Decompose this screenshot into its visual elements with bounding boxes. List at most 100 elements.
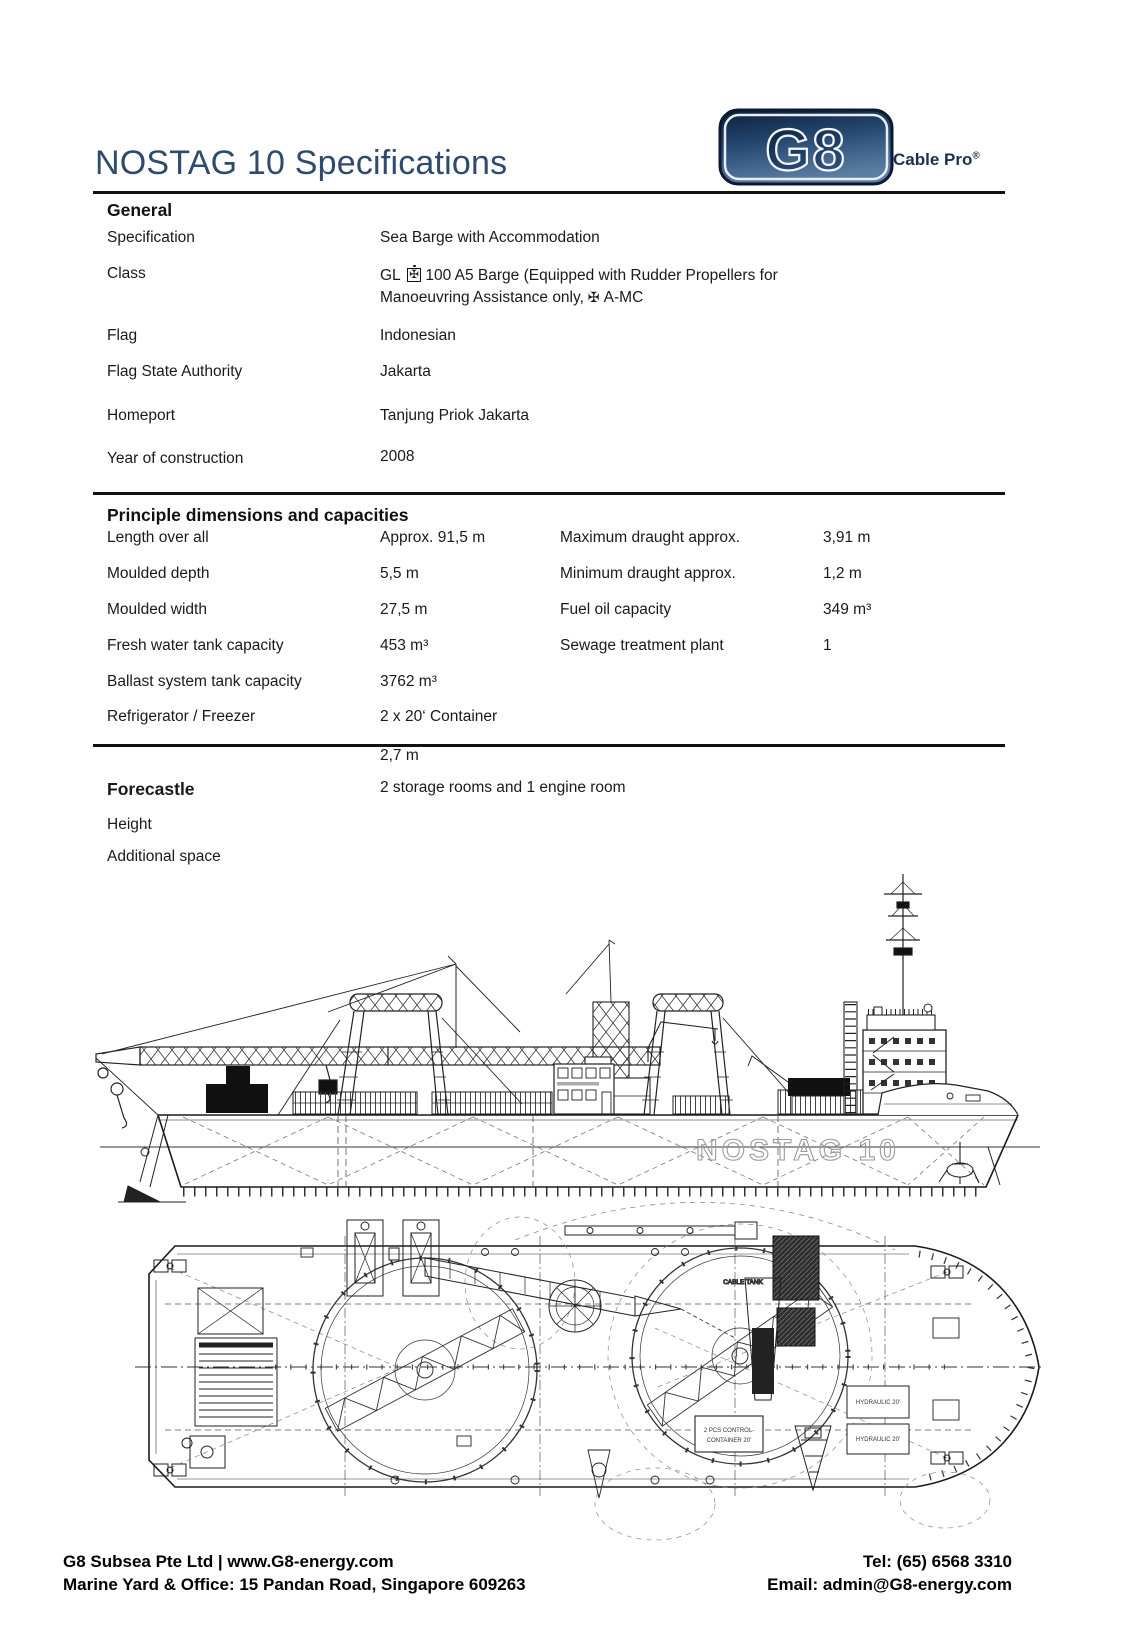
dim-value: 1,2 m [823, 565, 862, 582]
cable-arch-fore [277, 993, 523, 1116]
spec-label: Flag State Authority [107, 363, 243, 380]
jib-crane [647, 1021, 719, 1062]
ladder-tower [843, 1001, 858, 1115]
spec-row-class: Class GL✠100 A5 Barge (Equipped with Rud… [0, 264, 1125, 313]
orphan-value-row: 2,7 m [0, 747, 1125, 771]
spec-row: Homeport Tanjung Priok Jakarta [0, 407, 1125, 431]
section-heading-forecastle: Forecastle [107, 779, 195, 799]
spec-label: Flag [107, 327, 138, 344]
dimension-row: Refrigerator / Freezer 2 x 20‘ Container [0, 708, 1125, 732]
stern-deck-structures [181, 1287, 278, 1469]
spec-row: Specification Sea Barge with Accommodati… [0, 229, 1125, 253]
plan-gantry-tower [744, 1277, 782, 1401]
logo-tagline-text: Cable Pro [893, 150, 973, 169]
machinery-cross-icon: ✠ [587, 289, 600, 305]
spec-value: Sea Barge with Accommodation [380, 229, 600, 246]
boom-rest [226, 1066, 250, 1084]
section-heading-dimensions: Principle dimensions and capacities [107, 505, 409, 525]
svg-text:2 PCS CONTROL-: 2 PCS CONTROL- [704, 1428, 754, 1434]
spec-row: Height [0, 816, 1125, 840]
spec-label: Homeport [107, 407, 176, 424]
svg-text:HYDRAULIC 20': HYDRAULIC 20' [856, 1437, 900, 1443]
dimension-row: Length over all Approx. 91,5 m Maximum d… [0, 529, 1125, 553]
g8-logo-text: G8 [765, 118, 846, 183]
external-stairs [870, 1036, 895, 1091]
hull-vessel-name: NOSTAG 10 [696, 1134, 900, 1167]
hatched-block-lower [776, 1307, 816, 1347]
svg-text:CONTAINER 20': CONTAINER 20' [707, 1438, 751, 1444]
spec-value: 2008 [380, 448, 415, 465]
divider-rule-bottom [93, 744, 1005, 747]
spec-row: Flag State Authority Jakarta [0, 363, 1125, 387]
spec-row: Additional space [0, 848, 1125, 872]
dim-label: Minimum draught approx. [560, 565, 736, 582]
hydraulic-rooms: HYDRAULIC 20' HYDRAULIC 20' [846, 1385, 910, 1455]
dim-label: Length over all [107, 529, 209, 546]
deckhouse [553, 1063, 615, 1115]
dim-label: Ballast system tank capacity [107, 673, 302, 690]
control-container: 2 PCS CONTROL- CONTAINER 20' [694, 1415, 764, 1453]
hull-side: NOSTAG 10 [157, 1114, 1019, 1197]
cable-highway-bar [564, 1221, 758, 1240]
spec-value: Tanjung Priok Jakarta [380, 407, 530, 424]
spec-label: Class [107, 265, 146, 282]
dim-label: Maximum draught approx. [560, 529, 741, 546]
deck-block [206, 1084, 268, 1113]
dimension-row: Ballast system tank capacity 3762 m³ [0, 673, 1125, 697]
bow-gear [118, 1114, 186, 1203]
spec-label: Year of construction [107, 450, 244, 467]
a-frame-plan [794, 1425, 832, 1492]
height-label: Height [107, 816, 152, 833]
crane-hook [116, 1094, 128, 1129]
dimension-row: Fresh water tank capacity 453 m³ Sewage … [0, 637, 1125, 661]
deck-winches [346, 1219, 440, 1297]
dim-value: 5,5 m [380, 565, 419, 582]
dim-value: 1 [823, 637, 832, 654]
registered-mark: ® [972, 150, 980, 162]
spec-row: Flag Indonesian [0, 327, 1125, 351]
cable-lay-machine [424, 1257, 736, 1339]
dim-label: Sewage treatment plant [560, 637, 724, 654]
dimension-row: Moulded depth 5,5 m Minimum draught appr… [0, 565, 1125, 589]
footer-tel: Tel: (65) 6568 3310 [863, 1552, 1012, 1571]
azimuth-thruster [938, 1142, 1001, 1186]
forecastle-value: 2 storage rooms and 1 engine room [380, 779, 626, 796]
g8-logo: G8 [718, 108, 894, 186]
footer-contact-block: Tel: (65) 6568 3310 Email: admin@G8-ener… [612, 1551, 1012, 1597]
page-title: NOSTAG 10 Specifications [95, 144, 508, 182]
main-mast [884, 874, 922, 1015]
dim-label: Moulded depth [107, 565, 210, 582]
deckhouse-label-smudge [557, 1082, 599, 1086]
section-heading-general: General [107, 200, 173, 220]
spec-row: Year of construction 2008 [0, 448, 1125, 474]
dim-label: Fresh water tank capacity [107, 637, 284, 654]
cable-tank-label: CABLE TANK [723, 1279, 764, 1286]
divider-rule-top [93, 191, 1005, 194]
spec-value: Indonesian [380, 327, 456, 344]
spec-label: Specification [107, 229, 195, 246]
cable-arch-aft [642, 993, 789, 1116]
dim-value: 3762 m³ [380, 673, 437, 690]
footer-email: Email: admin@G8-energy.com [767, 1574, 1012, 1594]
boom-mast [101, 955, 521, 1055]
side-elevation-drawing: NOSTAG 10 [95, 874, 1040, 1203]
stern-structure [877, 1083, 1019, 1116]
dim-value: 27,5 m [380, 601, 428, 618]
construction-lines [135, 1201, 1043, 1541]
spec-value: GL✠100 A5 Barge (Equipped with Rudder Pr… [380, 264, 778, 306]
logo-tagline: Cable Pro® [893, 150, 980, 170]
crane-boom [95, 1046, 661, 1129]
forecastle-height-value: 2,7 m [380, 747, 419, 764]
dim-label: Moulded width [107, 601, 207, 618]
dim-label: Refrigerator / Freezer [107, 708, 256, 725]
footer-company-block: G8 Subsea Pte Ltd | www.G8-energy.com Ma… [63, 1551, 526, 1597]
bow-ticks [918, 1250, 1035, 1483]
aft-machinery [747, 1055, 850, 1115]
svg-text:HYDRAULIC 20': HYDRAULIC 20' [856, 1400, 900, 1406]
deck-plan-drawing: CABLE TANK [135, 1201, 1043, 1541]
mooring-winches [153, 1259, 964, 1477]
footer-address: Marine Yard & Office: 15 Pandan Road, Si… [63, 1574, 526, 1594]
forecastle-row: Forecastle 2 storage rooms and 1 engine … [0, 779, 1125, 803]
misc-fittings [300, 1247, 960, 1499]
